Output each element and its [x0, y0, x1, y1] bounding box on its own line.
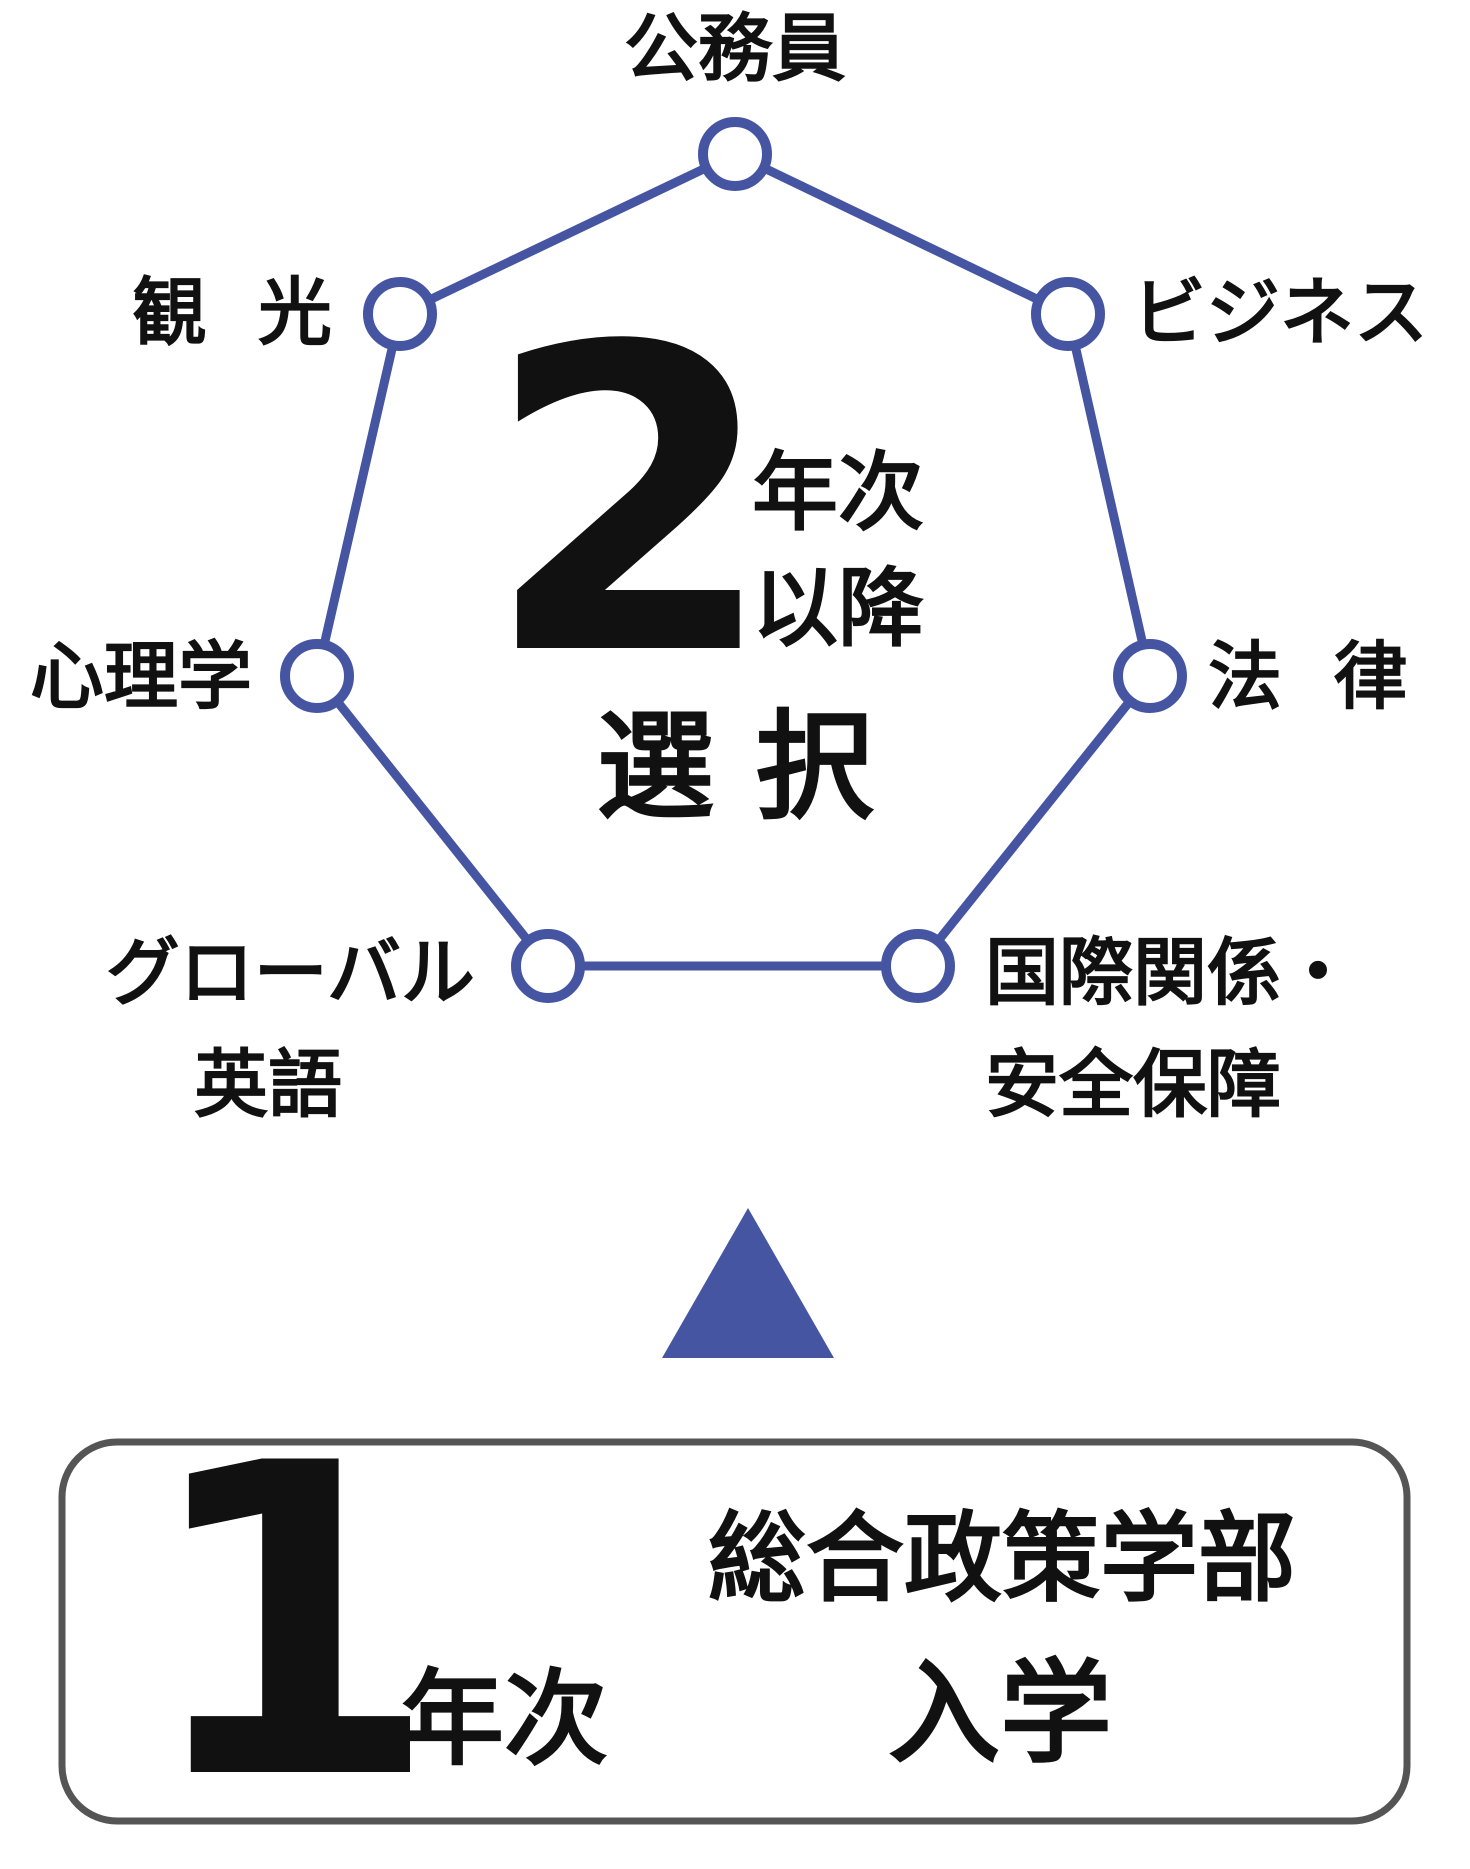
year1-unit: 年次 — [400, 1658, 608, 1780]
year2-number: 2 — [484, 259, 776, 748]
label-koumuin: 公務員 — [624, 6, 846, 92]
label-law: 法 律 — [1208, 634, 1408, 720]
label-tourism: 観 光 — [132, 270, 332, 356]
node-law — [1113, 639, 1187, 713]
node-tourism — [363, 277, 437, 351]
year1-box-frame — [58, 1438, 1411, 1825]
label-intl-line1: 国際関係・ — [985, 930, 1355, 1016]
edge-psychology-tourism — [312, 309, 405, 681]
node-psychology — [280, 639, 354, 713]
entry-label: 入学 — [888, 1649, 1112, 1779]
edge-tourism-koumuin — [395, 149, 740, 319]
label-global-line2: 英語 — [194, 1042, 342, 1128]
faculty-name: 総合政策学部 — [708, 1502, 1296, 1616]
year2-unit-line2: 以降 — [752, 559, 924, 659]
label-global-line1: グローバル — [106, 930, 475, 1016]
edge-law-intl — [913, 671, 1155, 971]
selection-label: 選 択 — [596, 698, 874, 836]
node-business — [1031, 277, 1105, 351]
node-intl — [881, 929, 955, 1003]
edge-global-psychology — [312, 671, 553, 971]
label-intl-line2: 安全保障 — [985, 1042, 1281, 1128]
network-nodes — [280, 117, 1187, 1003]
network-edges — [312, 149, 1155, 971]
label-business: ビジネス — [1132, 270, 1428, 356]
edge-business-law — [1063, 309, 1155, 681]
year2-unit-line1: 年次 — [752, 443, 924, 543]
node-koumuin — [698, 117, 772, 191]
label-psychology: 心理学 — [30, 634, 252, 720]
year1-number: 1 — [140, 1374, 439, 1869]
edge-koumuin-business — [730, 149, 1073, 319]
year1-box: 1 年次 総合政策学部 入学 — [58, 1374, 1411, 1869]
field-labels: 公務員 ビジネス 法 律 国際関係・ 安全保障 グローバル 英語 心理学 観 光 — [30, 6, 1428, 1128]
year2-center: 2 年次 以降 選 択 — [484, 259, 924, 836]
node-global — [511, 929, 585, 1003]
up-arrow-icon — [662, 1208, 834, 1358]
